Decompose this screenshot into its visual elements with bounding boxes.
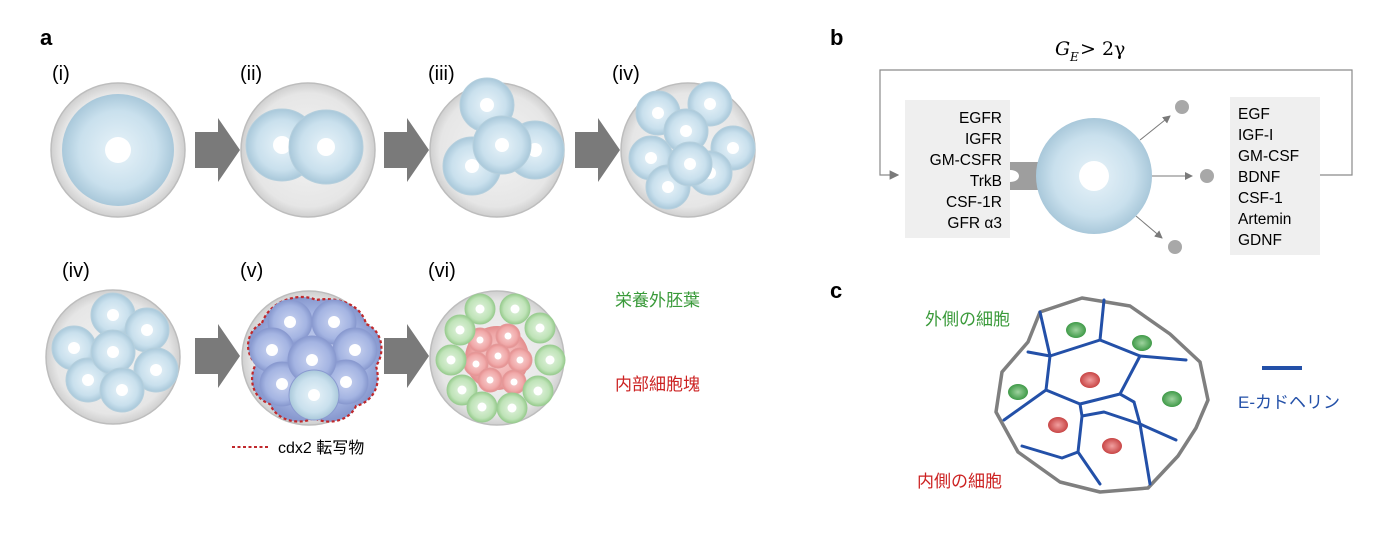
receptor-item: EGFR [959, 110, 1002, 127]
ligand-list: EGF IGF-I GM-CSF BDNF CSF-1 Artemin GDNF [1238, 106, 1299, 249]
equation: G E > 2γ [1055, 38, 1125, 64]
stage-label-iv-row2: (iv) [62, 260, 90, 282]
ligand-item: IGF-I [1238, 127, 1273, 144]
ecadherin-junctions [1002, 298, 1188, 486]
ligand-item: BDNF [1238, 169, 1280, 186]
inner-nucleus [1102, 438, 1122, 454]
ligand-item: Artemin [1238, 211, 1291, 228]
stage-arrow-2 [384, 118, 429, 182]
receptor-item: GFR α3 [947, 215, 1002, 232]
receptor-list: EGFR IGFR GM-CSFR TrkB CSF-1R GFR α3 [930, 110, 1002, 232]
central-cell [1036, 118, 1152, 234]
receptor-item: IGFR [965, 131, 1002, 148]
ecadherin-label: E-カドヘリン [1238, 393, 1340, 412]
inner-cells-label: 内側の細胞 [917, 472, 1002, 491]
ligand-dot [1200, 169, 1214, 183]
receptor-item: TrkB [970, 173, 1002, 190]
stage-arrow-3 [575, 118, 620, 182]
embryo-stage-iv-a [620, 81, 756, 218]
receptor-item: GM-CSFR [930, 152, 1002, 169]
ligand-dot [1168, 240, 1182, 254]
outer-cells-label: 外側の細胞 [925, 310, 1010, 329]
stage-arrow-1 [195, 118, 240, 182]
legend-icm: 内部細胞塊 [615, 375, 700, 394]
stage-label-v: (v) [240, 260, 263, 282]
stage-label-iv: (iv) [612, 63, 640, 85]
equation-subscript: E [1069, 50, 1079, 64]
outer-nucleus [1162, 391, 1182, 407]
embryo-stage-iii [429, 77, 565, 218]
ligand-item: GM-CSF [1238, 148, 1299, 165]
tissue-outline [994, 296, 1210, 494]
outer-nucleus [1132, 335, 1152, 351]
legend-cdx2: cdx2 転写物 [278, 439, 364, 457]
panel-a-label: a [40, 25, 53, 50]
feedback-loop [879, 69, 1353, 180]
legend-trophectoderm: 栄養外胚葉 [615, 291, 700, 310]
outer-nucleus [1066, 322, 1086, 338]
embryo-stage-iv-b [45, 289, 181, 425]
embryo-stage-i [50, 82, 186, 218]
ligand-item: GDNF [1238, 232, 1282, 249]
stage-label-ii: (ii) [240, 63, 262, 85]
receptor-box [905, 100, 1010, 238]
stage-label-vi: (vi) [428, 260, 456, 282]
panel-b-label: b [830, 25, 843, 50]
ligand-dot [1175, 100, 1189, 114]
stage-label-i: (i) [52, 63, 70, 85]
stage-label-iii: (iii) [428, 63, 455, 85]
stage-arrow-5 [384, 324, 429, 388]
embryo-stage-ii [240, 82, 376, 218]
panel-c-label: c [830, 278, 842, 303]
ligand-box [1230, 97, 1320, 255]
equation-rest: > 2γ [1080, 38, 1125, 60]
stage-arrow-4 [195, 324, 240, 388]
ligand-item: CSF-1 [1238, 190, 1283, 207]
inner-nucleus [1048, 417, 1068, 433]
receptor-item: CSF-1R [946, 194, 1002, 211]
embryo-stage-vi [429, 290, 566, 426]
outer-nucleus [1008, 384, 1028, 400]
embryo-stage-v [241, 290, 383, 426]
equation-main: G [1055, 38, 1070, 60]
secretion-arrow [1135, 215, 1163, 239]
ligand-item: EGF [1238, 106, 1270, 123]
inner-nucleus [1080, 372, 1100, 388]
secretion-arrow [1139, 115, 1171, 141]
